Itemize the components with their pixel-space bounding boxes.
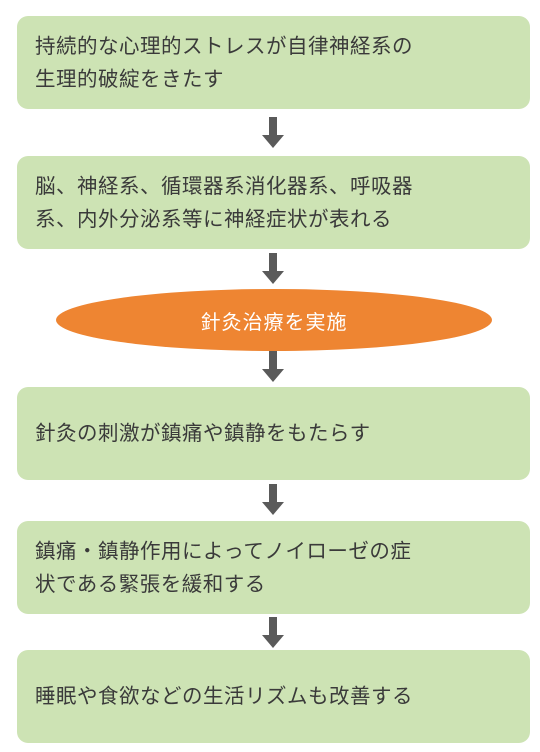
flow-step-5-line-1: 睡眠や食欲などの生活リズムも改善する <box>35 684 413 708</box>
flow-step-2-line-2: 系、内外分泌系等に神経症状が表れる <box>35 206 392 231</box>
flow-step-1-line-2: 生理的破綻をきたす <box>35 66 224 91</box>
flow-step-1-line-1: 持続的な心理的ストレスが自律神経系の <box>35 33 413 58</box>
flow-step-5: 睡眠や食欲などの生活リズムも改善する <box>17 650 530 743</box>
flow-step-4-line-1: 鎮痛・鎮静作用によってノイローゼの症 <box>35 538 412 563</box>
down-arrow-icon <box>262 484 284 516</box>
flow-step-3-line-1: 針灸の刺激が鎮痛や鎮静をもたらす <box>35 421 371 445</box>
flow-step-2-line-1: 脳、神経系、循環器系消化器系、呼吸器 <box>35 173 413 198</box>
treatment-label: 針灸治療を実施 <box>200 309 348 334</box>
flow-step-3: 針灸の刺激が鎮痛や鎮静をもたらす <box>17 387 530 480</box>
down-arrow-icon <box>262 117 284 149</box>
flow-step-1-text: 持続的な心理的ストレスが自律神経系の 生理的破綻をきたす <box>35 30 413 96</box>
flow-step-2: 脳、神経系、循環器系消化器系、呼吸器 系、内外分泌系等に神経症状が表れる <box>17 156 530 249</box>
down-arrow-icon <box>262 351 284 383</box>
flow-step-4: 鎮痛・鎮静作用によってノイローゼの症 状である緊張を緩和する <box>17 521 530 614</box>
down-arrow-icon <box>262 253 284 285</box>
flow-step-2-text: 脳、神経系、循環器系消化器系、呼吸器 系、内外分泌系等に神経症状が表れる <box>35 170 413 236</box>
flow-step-1: 持続的な心理的ストレスが自律神経系の 生理的破綻をきたす <box>17 16 530 109</box>
treatment-ellipse: 針灸治療を実施 <box>56 289 492 351</box>
flow-step-5-text: 睡眠や食欲などの生活リズムも改善する <box>35 680 413 713</box>
down-arrow-icon <box>262 617 284 649</box>
flow-step-3-text: 針灸の刺激が鎮痛や鎮静をもたらす <box>35 417 371 450</box>
flow-step-4-line-2: 状である緊張を緩和する <box>35 571 266 596</box>
flow-step-4-text: 鎮痛・鎮静作用によってノイローゼの症 状である緊張を緩和する <box>35 535 411 601</box>
